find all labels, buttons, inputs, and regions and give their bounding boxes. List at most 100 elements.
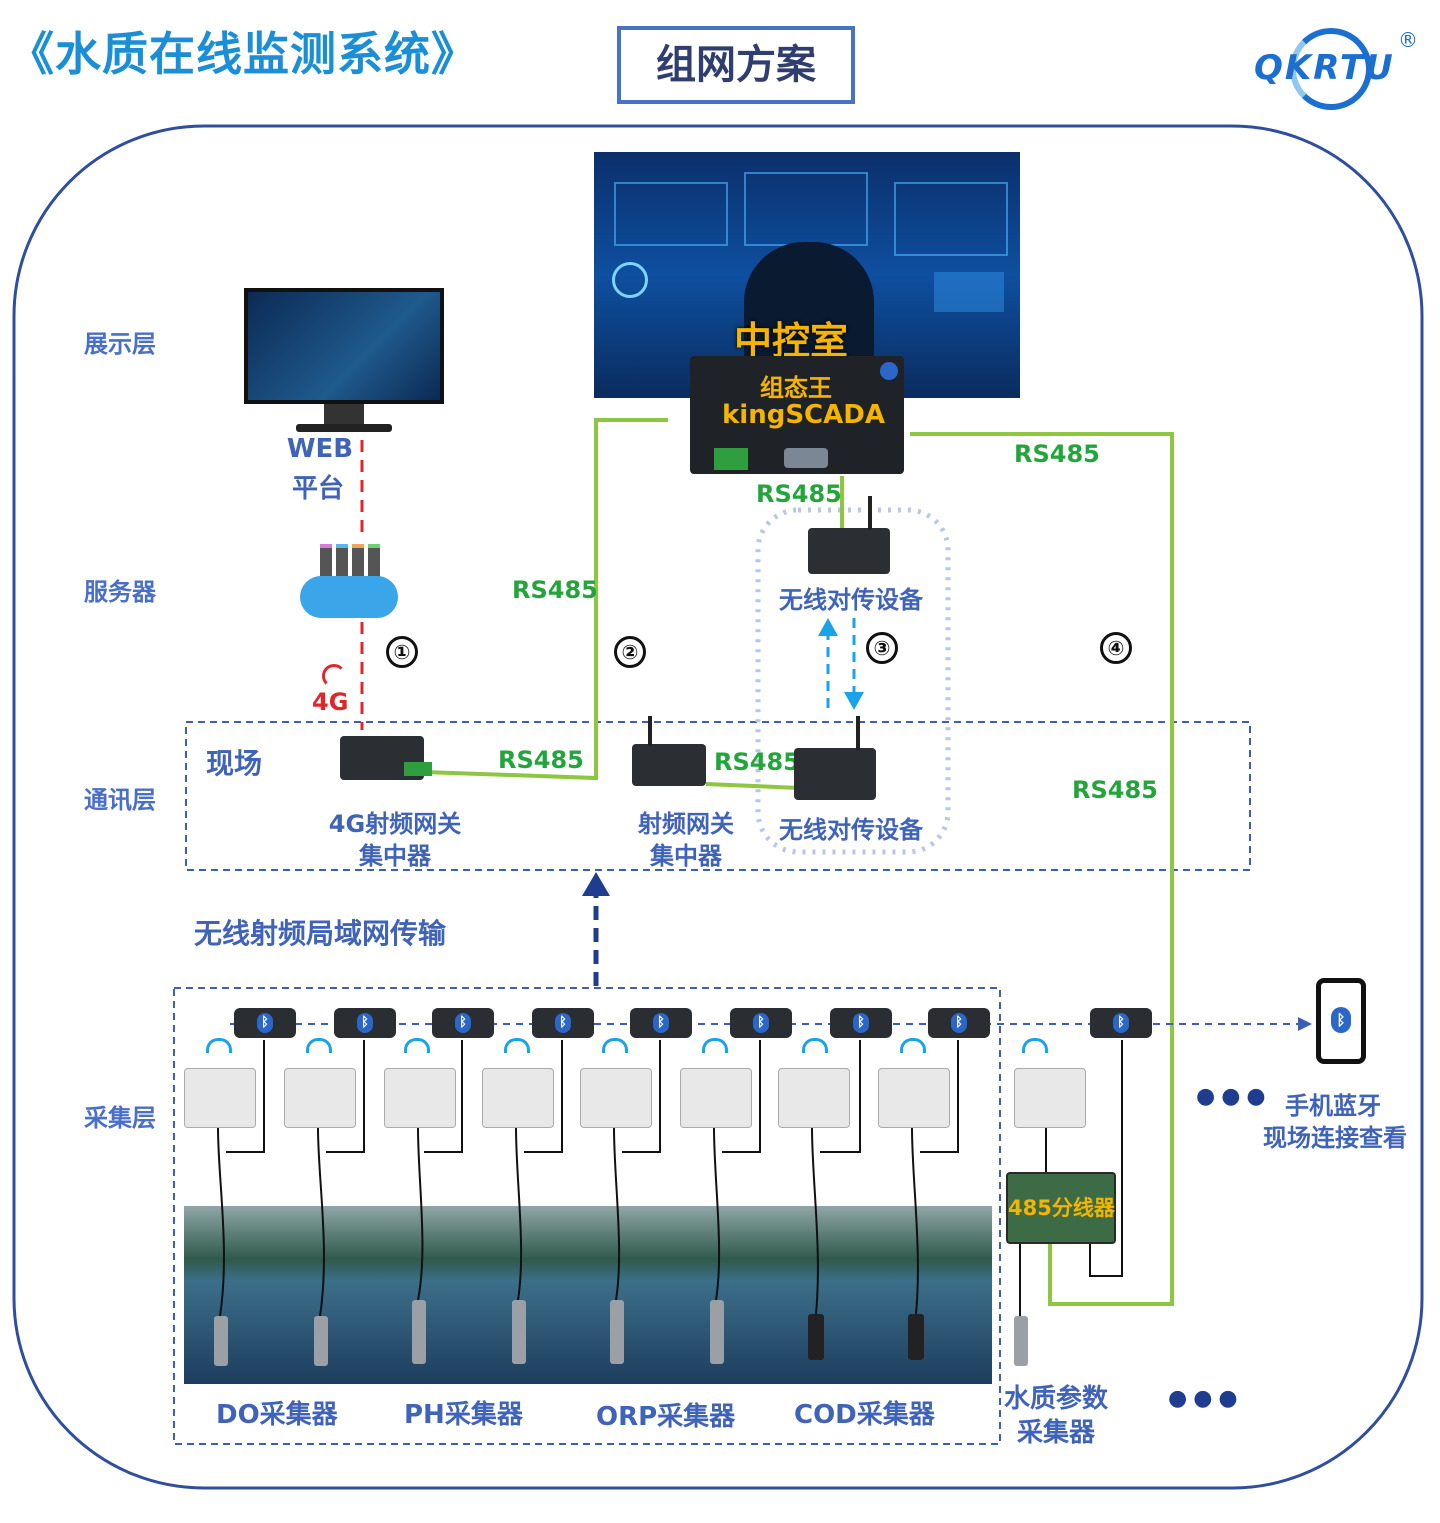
rs485-label-scada-down: RS485	[756, 480, 842, 508]
collector-box-6	[680, 1068, 752, 1128]
sensor-label-orp: ORP采集器	[596, 1402, 736, 1432]
collector-box-7	[778, 1068, 850, 1128]
cyan-down-arrow	[844, 692, 864, 710]
outer-frame	[12, 124, 1424, 1490]
bt-module-2: ᛒ	[334, 1008, 396, 1038]
collector-box-1	[184, 1068, 256, 1128]
wifi-icon	[1022, 1038, 1048, 1053]
layer-display: 展示层	[84, 330, 156, 358]
sensor-cables	[217, 1040, 1123, 1317]
phone-label-1: 手机蓝牙	[1285, 1092, 1381, 1120]
plan-title: 组网方案	[617, 26, 855, 104]
collector-box-3	[384, 1068, 456, 1128]
bluetooth-icon: ᛒ	[1113, 1013, 1129, 1033]
bt-module-4: ᛒ	[532, 1008, 594, 1038]
scada-port	[784, 448, 828, 468]
layer-collect: 采集层	[84, 1104, 156, 1132]
wifi-icon	[702, 1038, 728, 1053]
bt-module-8: ᛒ	[928, 1008, 990, 1038]
bt-module-1: ᛒ	[234, 1008, 296, 1038]
wifi-icon	[404, 1038, 430, 1053]
bluetooth-icon: ᛒ	[853, 1013, 869, 1033]
sensor-label-do: DO采集器	[216, 1400, 338, 1430]
web-monitor-stand	[324, 404, 364, 426]
probe-orp-1	[610, 1300, 624, 1364]
rs485-label-route4: RS485	[1072, 776, 1158, 804]
layer-comm: 通讯层	[84, 786, 156, 814]
rs485-label-gateway: RS485	[498, 746, 584, 774]
bluetooth-icon: ᛒ	[257, 1013, 273, 1033]
gateway-rf-label-2: 集中器	[650, 842, 722, 870]
probe-cod-2	[908, 1314, 924, 1360]
green-link-2	[423, 418, 668, 781]
splitter-device	[1006, 1172, 1116, 1244]
bt-module-3: ᛒ	[432, 1008, 494, 1038]
bt-module-6: ᛒ	[730, 1008, 792, 1038]
probe-ph-2	[512, 1300, 526, 1364]
route-marker-2: ②	[614, 636, 646, 668]
scada-label-2: kingSCADA	[722, 400, 885, 430]
gateway-rf	[632, 744, 706, 786]
phone-icon: ᛒ	[1316, 978, 1366, 1064]
registered-mark: ®	[1398, 28, 1418, 52]
bluetooth-icon: ᛒ	[753, 1013, 769, 1033]
bluetooth-icon: ᛒ	[1331, 1007, 1351, 1033]
cyan-up-arrow	[818, 618, 838, 636]
comm-layer-box	[185, 721, 1251, 871]
phone-label-2: 现场连接查看	[1263, 1124, 1407, 1152]
wq-label-2: 采集器	[1016, 1418, 1095, 1448]
wireless-device-top-antenna	[868, 496, 872, 530]
scada-label-1: 组态王	[760, 374, 832, 402]
probe-wq	[1014, 1316, 1028, 1366]
sensor-label-cod: COD采集器	[794, 1400, 935, 1430]
bt-wires	[226, 1040, 959, 1153]
wireless-top-label: 无线对传设备	[779, 586, 923, 614]
brand-logo: QKRTU	[1254, 48, 1395, 88]
gateway-rf-antenna	[648, 716, 652, 746]
gateway-4g-label-2: 集中器	[359, 842, 431, 870]
gateway-rf-label-1: 射频网关	[638, 810, 734, 838]
route-marker-4: ④	[1100, 632, 1132, 664]
green-link-rf	[705, 782, 801, 790]
wifi-icon	[306, 1038, 332, 1053]
more-dots-bottom: ●●●	[1168, 1386, 1244, 1411]
bluetooth-icon: ᛒ	[357, 1013, 373, 1033]
green-link-4	[910, 432, 1174, 1306]
collector-box-9	[1014, 1068, 1086, 1128]
bluetooth-icon: ᛒ	[455, 1013, 471, 1033]
gateway-4g-terminal	[404, 762, 432, 776]
collector-box-4	[482, 1068, 554, 1128]
wq-label-1: 水质参数	[1003, 1384, 1108, 1414]
probe-orp-2	[710, 1300, 724, 1364]
wireless-device-top	[808, 528, 890, 574]
route-marker-1: ①	[386, 636, 418, 668]
wireless-bottom-label: 无线对传设备	[779, 816, 923, 844]
cloud-server-icon	[300, 544, 400, 620]
signal-4g-label: 4G	[312, 688, 349, 716]
wifi-icon	[206, 1038, 232, 1053]
bt-module-5: ᛒ	[630, 1008, 692, 1038]
brand-logo-ring	[1290, 28, 1372, 110]
bt-module-7: ᛒ	[830, 1008, 892, 1038]
route-marker-3: ③	[866, 632, 898, 664]
layer-server: 服务器	[84, 578, 156, 606]
control-room-label: 中控室	[734, 319, 849, 363]
lan-label: 无线射频局域网传输	[194, 917, 447, 950]
collector-box-5	[580, 1068, 652, 1128]
wifi-icon	[504, 1038, 530, 1053]
wireless-device-bottom	[794, 748, 876, 800]
sensor-label-ph: PH采集器	[404, 1400, 523, 1430]
rs485-label-rf: RS485	[714, 748, 800, 776]
bluetooth-icon: ᛒ	[951, 1013, 967, 1033]
web-label-1: WEB	[286, 434, 354, 464]
more-dots-phone: ●●●	[1196, 1084, 1272, 1109]
splitter-label: 485分线器	[1008, 1196, 1115, 1220]
collect-layer-box	[173, 987, 1001, 1445]
gateway-4g-label-1: 4G射频网关	[328, 810, 462, 838]
lake-image	[184, 1206, 992, 1384]
collector-box-8	[878, 1068, 950, 1128]
probe-do-2	[314, 1316, 328, 1366]
bt-module-9: ᛒ	[1090, 1008, 1152, 1038]
wireless-device-bottom-antenna	[856, 716, 860, 750]
scada-terminal	[714, 448, 748, 470]
